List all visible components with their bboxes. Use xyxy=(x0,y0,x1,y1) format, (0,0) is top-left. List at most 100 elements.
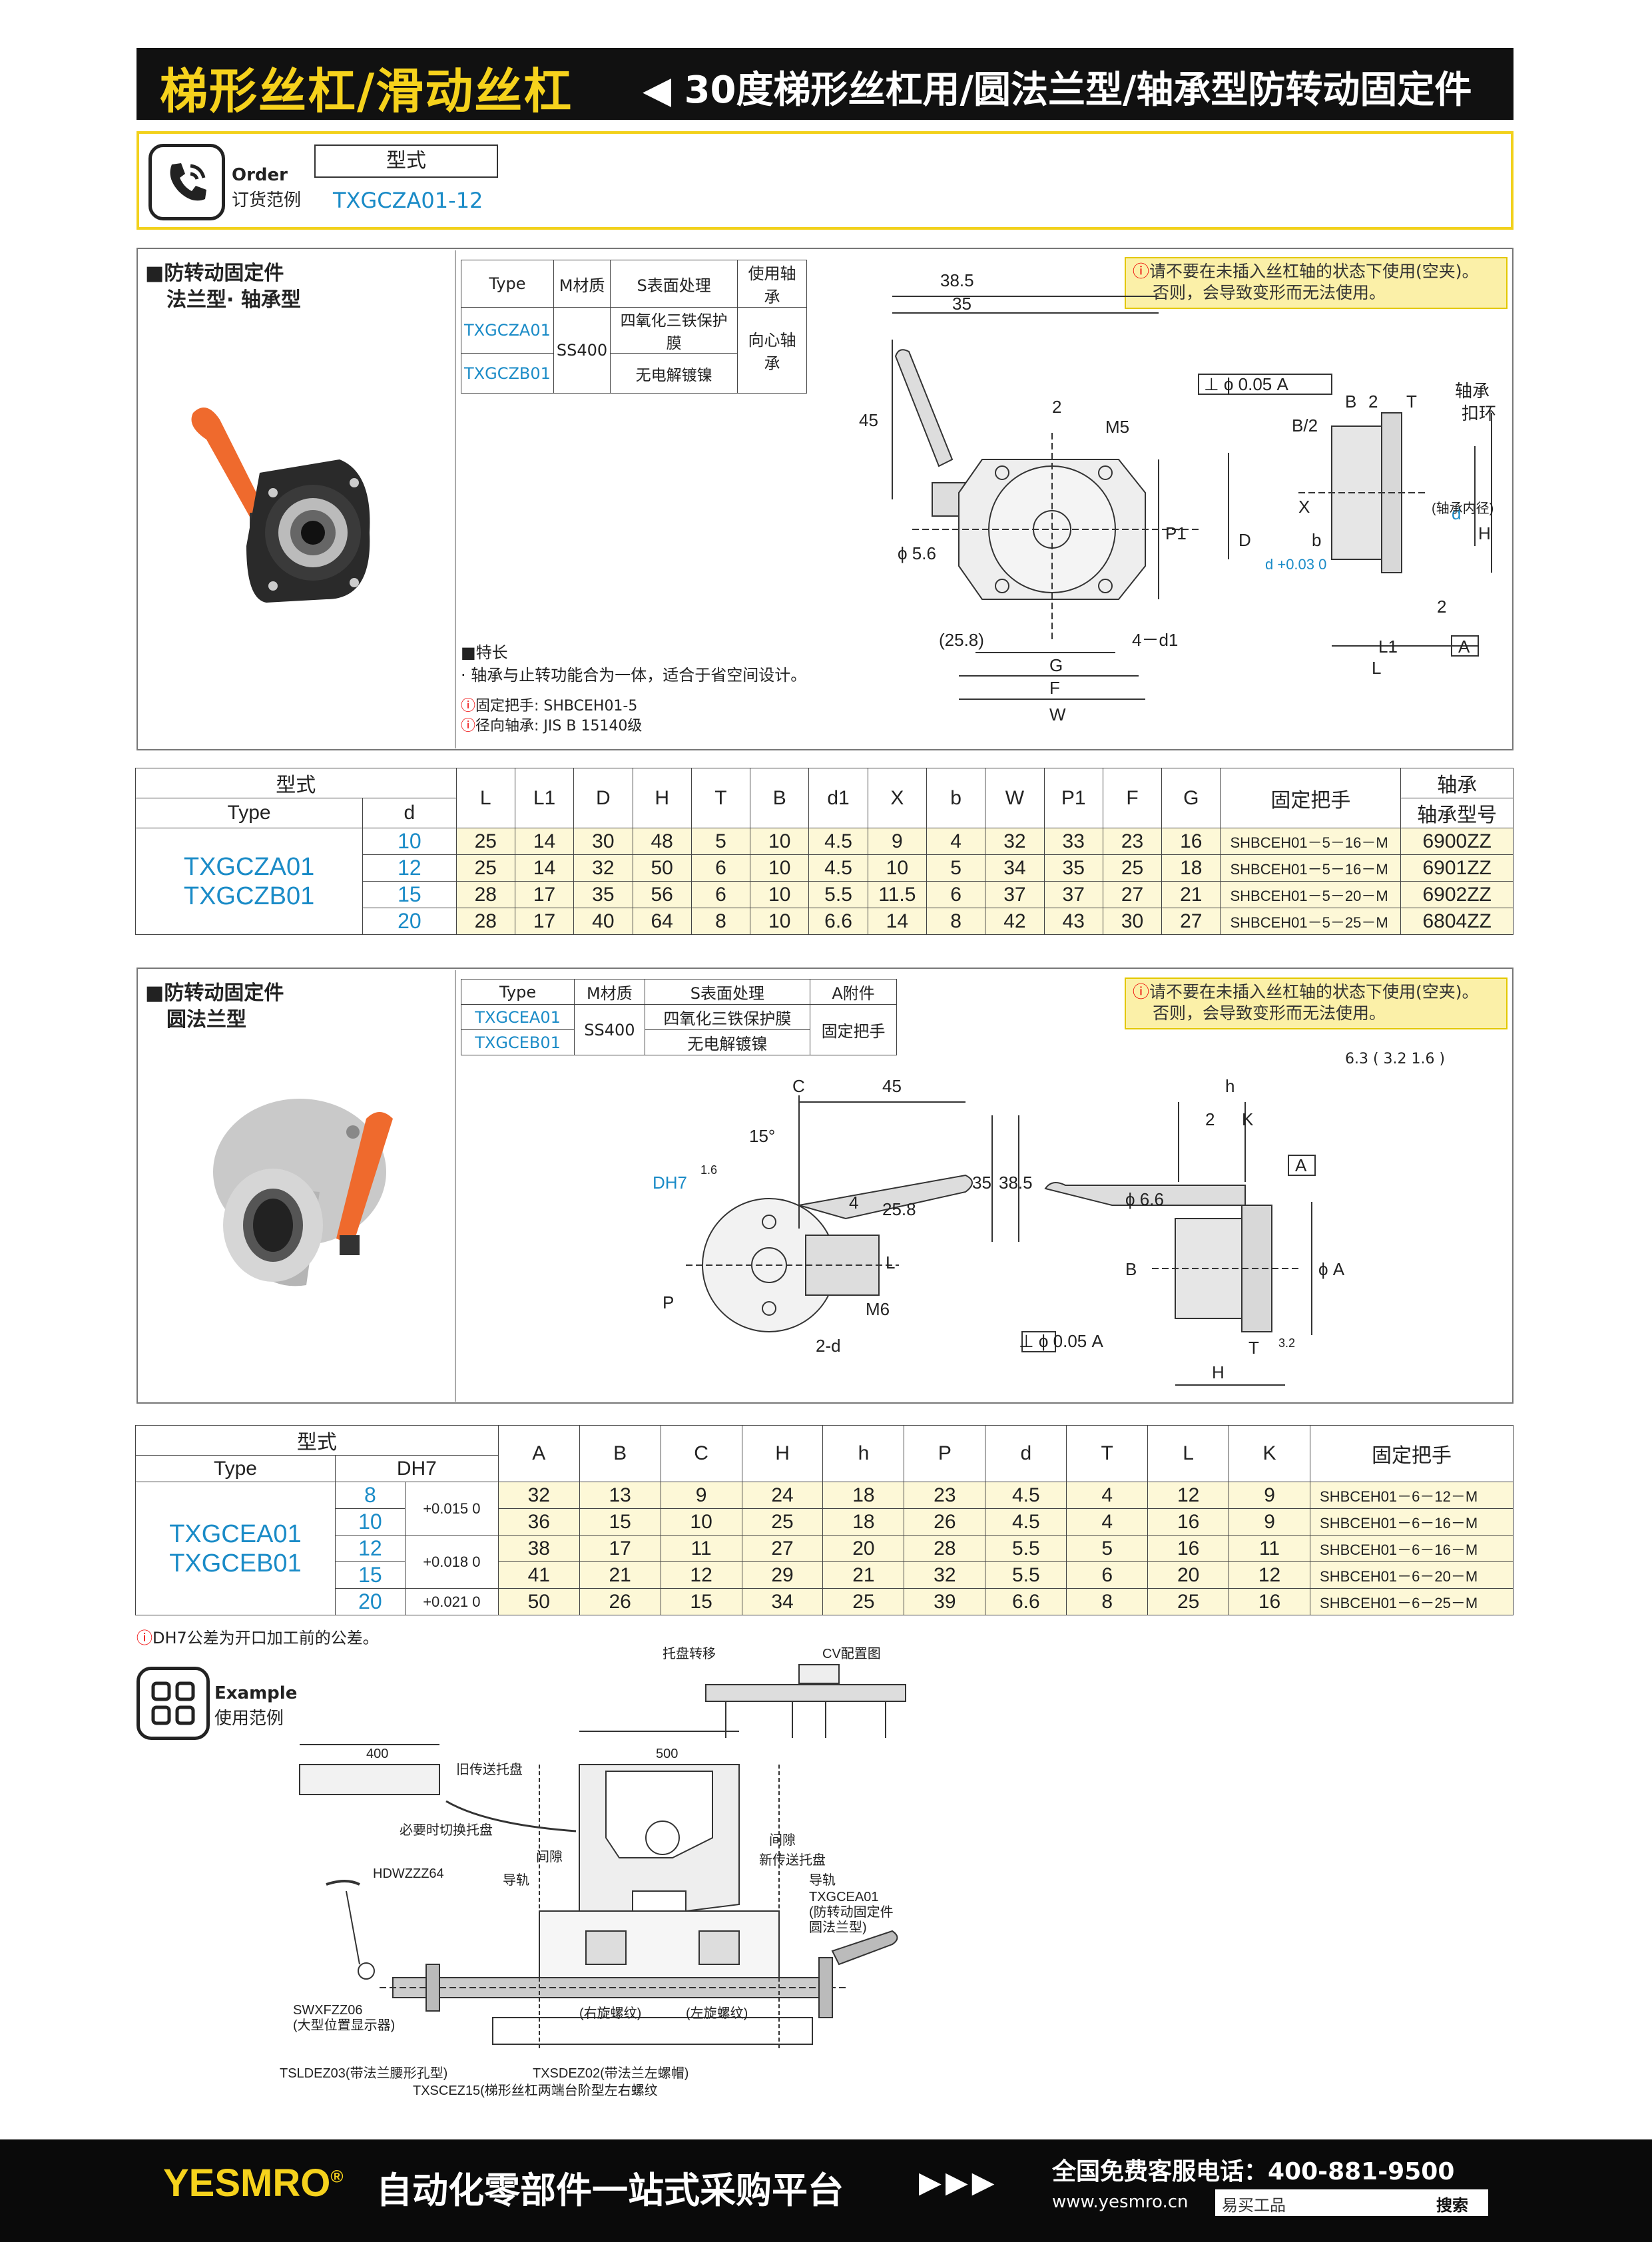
t2-header-c: C xyxy=(660,1425,742,1482)
dim-x: X xyxy=(1298,497,1310,517)
ex-dim-500: 500 xyxy=(656,1747,678,1761)
features-text: · 轴承与止转功能合为一体，适合于省空间设计。 xyxy=(461,666,807,685)
note-handle: ⓘ固定把手: SHBCEH01-5 xyxy=(461,698,638,714)
dim2-p: P xyxy=(663,1292,674,1312)
t2-header-p: P xyxy=(904,1425,986,1482)
dim-45: 45 xyxy=(859,410,878,430)
dim-h: H xyxy=(1478,523,1491,543)
footer-search-button[interactable]: 搜索 xyxy=(1436,2196,1468,2215)
section1-subtitle: 法兰型· 轴承型 xyxy=(166,288,301,312)
dim-m5: M5 xyxy=(1105,417,1129,437)
t2-header-type-en: Type xyxy=(135,1455,336,1482)
ex-hdw: HDWZZZ64 xyxy=(373,1866,444,1881)
dim2-45: 45 xyxy=(882,1076,902,1096)
dim2-2: 2 xyxy=(1205,1109,1215,1129)
t2-header-k: K xyxy=(1229,1425,1311,1482)
spec-type-b: TXGCZB01 xyxy=(461,353,554,394)
t2-tolerance-2: +0.018 0 xyxy=(404,1535,499,1589)
features-title: ■特长 xyxy=(461,643,508,662)
warning-icon: ⓘ xyxy=(1133,262,1150,281)
t2-header-handle: 固定把手 xyxy=(1310,1425,1514,1482)
t1-header-d-small: d xyxy=(362,798,457,828)
flange-bearing-product-image xyxy=(191,408,370,603)
dim2-2-d: 2-d xyxy=(816,1336,841,1356)
dim-2-bottom: 2 xyxy=(1437,597,1446,617)
phone-icon xyxy=(148,144,225,220)
footer-brand: YESMRO® xyxy=(163,2161,344,2205)
section1-divider xyxy=(455,250,456,748)
grid-icon xyxy=(137,1667,210,1740)
t2-header-h-small: h xyxy=(822,1425,905,1482)
t2-header-dh7: DH7 xyxy=(334,1455,499,1482)
dim-perpendicularity: ⊥ ϕ 0.05 A xyxy=(1204,374,1288,394)
spec2-type-b: TXGCEB01 xyxy=(460,1029,575,1055)
ex-txs: TXSDEZ02(带法兰左螺帽) xyxy=(533,2066,688,2081)
t1-header-bearing: 轴承 xyxy=(1400,768,1514,798)
ex-new-pallet: 新传送托盘 xyxy=(759,1852,826,1868)
t1-header-t: T xyxy=(690,768,751,828)
dim-b-half: B/2 xyxy=(1292,416,1318,435)
section1-spec-table: Type M材质 S表面处理 使用轴承 TXGCZA01 SS400 四氧化三铁… xyxy=(461,260,808,394)
dim-f: F xyxy=(1049,678,1060,698)
warning-icon: ⓘ xyxy=(1133,982,1150,1001)
footer-hotline: 全国免费客服电话：400-881-9500 xyxy=(1052,2158,1455,2185)
spec-surface-2: 无电解镀镍 xyxy=(610,353,738,394)
ex-txgcea-desc-2: 圆法兰型) xyxy=(809,1920,867,1935)
dim2-h: H xyxy=(1212,1362,1225,1382)
order-label-en: Order xyxy=(232,165,288,185)
ex-swx: SWXFZZ06 xyxy=(293,2003,362,2018)
t1-header-w: W xyxy=(985,768,1045,828)
t2-header-h: H xyxy=(741,1425,824,1482)
spec2-surface-1: 四氧化三铁保护膜 xyxy=(644,1004,811,1030)
ex-txgcea: TXGCEA01 xyxy=(809,1890,878,1904)
footer-url[interactable]: www.yesmro.cn xyxy=(1052,2192,1189,2212)
dim2-35: 35 xyxy=(972,1173,991,1193)
spec2-header-surface: S表面处理 xyxy=(644,979,811,1005)
warning-line-1: 请不要在未插入丝杠轴的状态下使用(空夹)。 xyxy=(1149,262,1479,281)
spec2-material: SS400 xyxy=(574,1004,645,1055)
section2-subtitle: 圆法兰型 xyxy=(166,1008,246,1031)
dim-t: T xyxy=(1406,392,1417,412)
label-bearing-inner: (轴承内径) xyxy=(1432,501,1494,516)
dim-b: B xyxy=(1345,392,1356,412)
dim2-phi66: ϕ 6.6 xyxy=(1125,1189,1164,1209)
label-bearing: 轴承 xyxy=(1455,381,1490,401)
spec-header-bearing: 使用轴承 xyxy=(736,260,808,308)
dim-b-small: b xyxy=(1312,530,1321,550)
t1-header-p1: P1 xyxy=(1043,768,1103,828)
section2-title: ■防转动固定件 xyxy=(145,981,284,1005)
dim2-roughness-3-2: 3.2 xyxy=(1278,1336,1295,1350)
section1-title: ■防转动固定件 xyxy=(145,262,284,285)
t1-header-l: L xyxy=(455,768,515,828)
t1-header-f: F xyxy=(1102,768,1163,828)
dim2-perpendicularity: ⊥ ϕ 0.05 A xyxy=(1019,1331,1103,1351)
ex-right-thread: (右旋螺纹) xyxy=(579,2006,641,2021)
section2-technical-drawing: C 45 15° DH7 1.6 4 25.8 35 38.5 L P M6 2… xyxy=(653,1076,1345,1386)
ex-swx-desc: (大型位置显示器) xyxy=(293,2018,395,2033)
t2-header-type: 型式 xyxy=(135,1425,499,1456)
warning2-line-2: 否则，会导致变形而无法使用。 xyxy=(1153,1003,1386,1023)
ex-gap-1: 间隙 xyxy=(536,1849,563,1864)
t1-header-x: X xyxy=(867,768,927,828)
ex-txsc: TXSCEZ15(梯形丝杠两端台阶型左右螺纹 xyxy=(413,2083,658,2098)
ex-old-pallet: 旧传送托盘 xyxy=(456,1762,523,1777)
t2-header-a: A xyxy=(497,1425,580,1482)
header-bar xyxy=(137,48,1514,120)
section1-technical-drawing: 38.5 35 45 2 M5 P1 ϕ 5.6 (25.8) G F W 4－… xyxy=(859,270,1496,724)
spec2-type-a: TXGCEA01 xyxy=(460,1004,575,1030)
dim-d-tolerance: d +0.03 0 xyxy=(1265,556,1326,573)
surface-roughness: 6.3 ( 3.2 1.6 ) xyxy=(1345,1051,1446,1067)
t1-header-d: D xyxy=(573,768,633,828)
dim2-t: T xyxy=(1248,1338,1259,1358)
order-type-value: TXGCZA01-12 xyxy=(333,188,483,213)
section1-warning: ⓘ请不要在未插入丝杠轴的状态下使用(空夹)。 否则，会导致变形而无法使用。 xyxy=(1125,257,1508,309)
spec2-header-type: Type xyxy=(460,979,575,1005)
t2-tolerance-1: +0.015 0 xyxy=(404,1482,499,1536)
spec2-surface-2: 无电解镀镍 xyxy=(644,1029,811,1055)
footer-search-text: 易买工品 xyxy=(1222,2196,1286,2215)
t1-header-b: B xyxy=(750,768,810,828)
spec2-accessory: 固定把手 xyxy=(810,1004,897,1055)
footer-search-input[interactable]: 易买工品 搜索 xyxy=(1215,2189,1488,2216)
